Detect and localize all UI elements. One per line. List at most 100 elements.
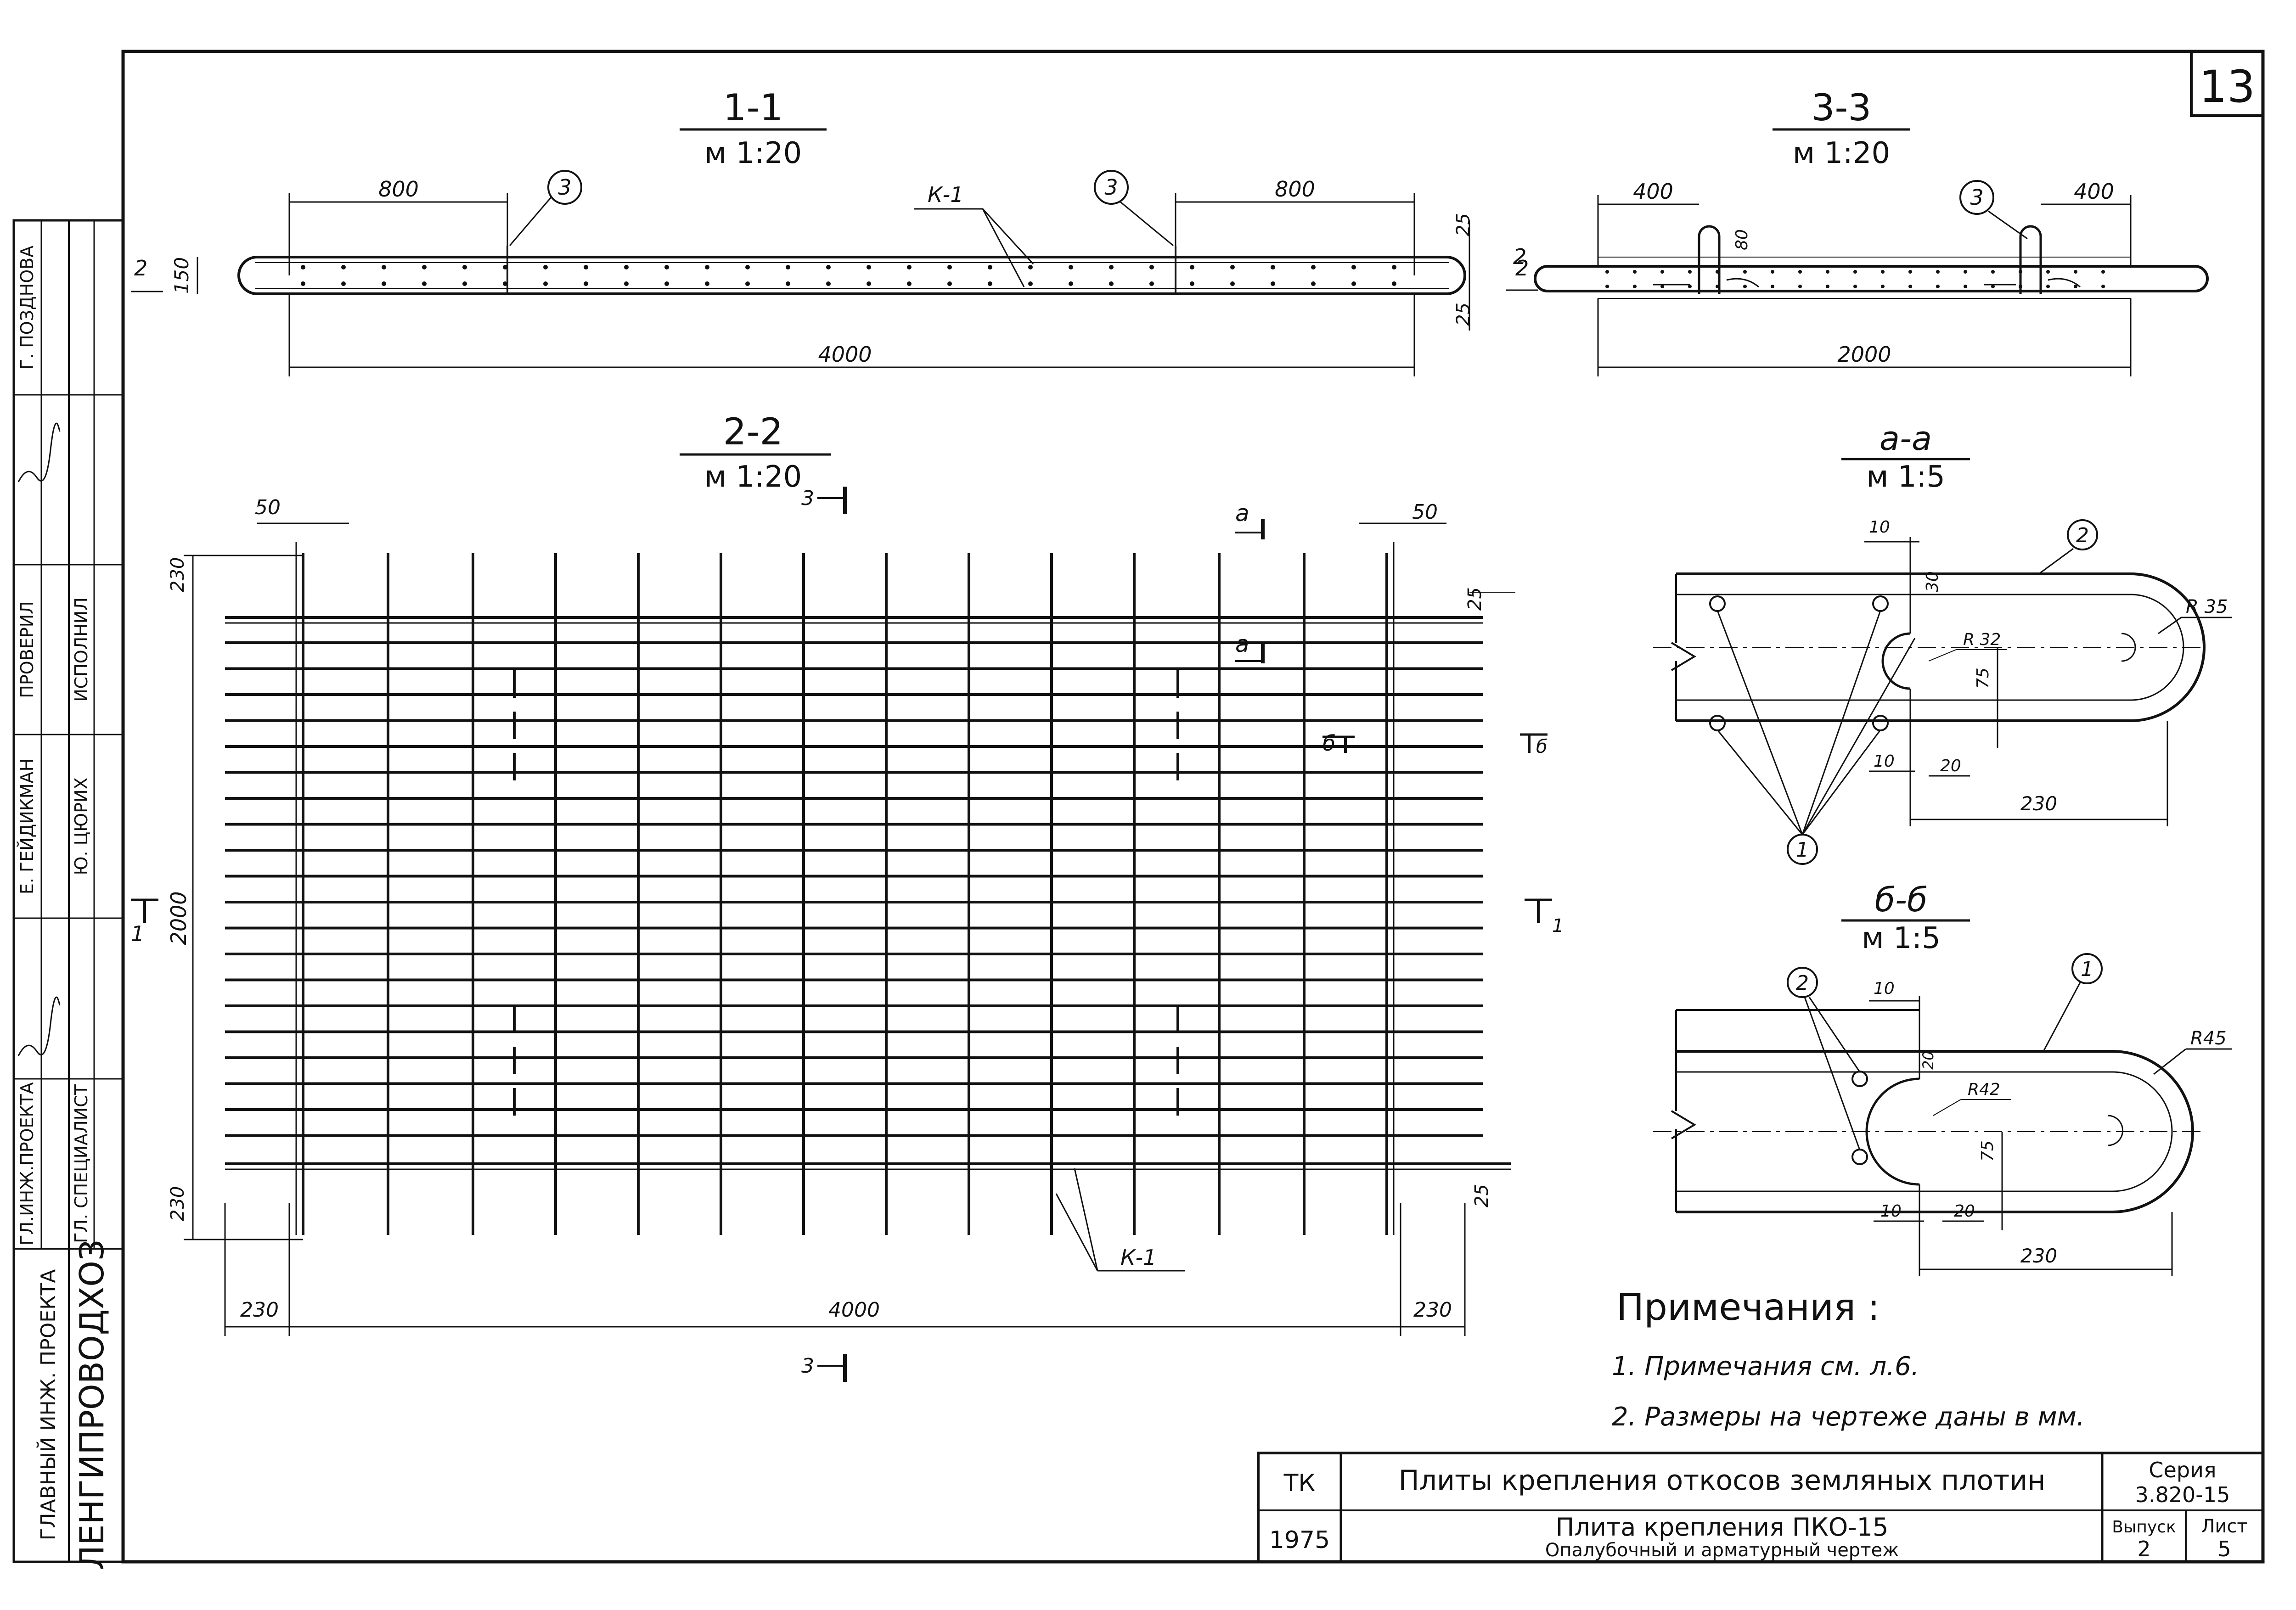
dim-25-bot-plan: 25 xyxy=(1471,1184,1492,1207)
rebar-dot xyxy=(1190,281,1194,286)
section-3-3-title: 3-3 xyxy=(1812,86,1872,129)
section-1-1-scale: м 1:20 xyxy=(704,136,802,170)
notes-heading: Примечания : xyxy=(1616,1286,1880,1329)
rebar-dot xyxy=(1853,270,1857,274)
rebar-dot xyxy=(947,281,952,286)
radius-32: R 32 xyxy=(1963,630,2001,649)
rebar-dot xyxy=(422,281,427,286)
radius-45: R45 xyxy=(2190,1028,2227,1049)
section-3-3-scale: м 1:20 xyxy=(1793,136,1890,170)
dim-10b-aa: 10 xyxy=(1874,752,1895,771)
section-1-1-title: 1-1 xyxy=(723,86,783,129)
rebar-dot xyxy=(624,281,629,286)
dim-20a-bb: 20 xyxy=(1919,1051,1937,1070)
rebar-dot xyxy=(2019,270,2022,274)
rebar-dot xyxy=(988,281,992,286)
tb-list-value: 5 xyxy=(2217,1537,2231,1561)
dim-25-top-plan: 25 xyxy=(1464,587,1486,611)
rebar-dot xyxy=(462,265,467,269)
rebar-dot xyxy=(745,265,750,269)
rebar-dot xyxy=(1771,270,1774,274)
rebar-dot xyxy=(462,281,467,286)
rebar-dot xyxy=(1964,270,1967,274)
side-role-2: ГЛ. СПЕЦИАЛИСТ xyxy=(71,1084,91,1243)
cut-b-right: б xyxy=(1536,736,1548,757)
rebar-dot xyxy=(1351,265,1356,269)
rebar-dot xyxy=(786,281,790,286)
rebar-dot xyxy=(301,281,305,286)
rebar-dot xyxy=(1660,285,1664,288)
callout-3-33: 3 xyxy=(1970,185,1983,210)
side-role-3: ПРОВЕРИЛ xyxy=(17,601,37,698)
cut-1-right: 1 xyxy=(1552,915,1564,937)
rebar-dot xyxy=(382,281,386,286)
cut-a-bot: а xyxy=(1235,631,1249,657)
rebar-dot xyxy=(584,281,588,286)
side-org-1: ЛЕНГИПРОВОДХОЗ xyxy=(73,1240,111,1570)
rebar-dot xyxy=(1660,270,1664,274)
side-name-1: Е. ГЕЙДИКМАН xyxy=(17,758,37,894)
dim-230-aa: 230 xyxy=(2020,792,2057,815)
dim-10-bb: 10 xyxy=(1874,979,1895,998)
rebar-dot xyxy=(1230,265,1235,269)
rebar-dot xyxy=(705,265,709,269)
section-b-b: б-б м 1:5 2 1 10 20 R45 R42 75 10 xyxy=(1653,881,2232,1276)
tb-sub-title: Плита крепления ПКО-15 xyxy=(1556,1513,1889,1542)
tb-seria-value: 3.820-15 xyxy=(2135,1482,2230,1507)
rebar-dot xyxy=(2046,270,2050,274)
rebar-dot xyxy=(2074,285,2077,288)
dim-230-left: 230 xyxy=(240,1298,279,1322)
rebar-dot xyxy=(1936,270,1940,274)
dim-4000-plan: 4000 xyxy=(828,1298,880,1322)
side-name-3: Г. ПОЗДНОВА xyxy=(17,246,37,370)
tb-vypusk-label: Выпуск xyxy=(2112,1518,2176,1537)
rebar-dot xyxy=(1688,285,1692,288)
label-k1: К-1 xyxy=(928,182,964,207)
side-role-4: ИСПОЛНИЛ xyxy=(71,597,91,702)
rebar-dot xyxy=(1743,285,1747,288)
cut-b-left: б xyxy=(1322,731,1335,756)
callout-3-right: 3 xyxy=(1104,175,1118,200)
dim-2000: 2000 xyxy=(1837,342,1891,367)
rebar-dot xyxy=(1936,285,1940,288)
rebar-dot xyxy=(907,265,912,269)
vertical-bars xyxy=(295,542,1395,1235)
callout-1-bb: 1 xyxy=(2081,958,2093,981)
rebar-dot xyxy=(341,265,346,269)
rebar-dot xyxy=(1853,285,1857,288)
rebar-dots xyxy=(301,265,1396,286)
rebar-dot xyxy=(543,281,548,286)
rebar-dot xyxy=(2101,285,2105,288)
rebar-dot xyxy=(1964,285,1967,288)
rebar-dot xyxy=(786,265,790,269)
cut-3-top: 3 xyxy=(801,487,814,510)
dim-75-aa: 75 xyxy=(1974,668,1992,689)
rebar-dot xyxy=(2046,285,2050,288)
section-2-2-scale: м 1:20 xyxy=(704,460,802,494)
rebar-dot xyxy=(1149,265,1154,269)
dim-230-top: 230 xyxy=(167,557,188,592)
rebar-dot xyxy=(1743,270,1747,274)
rebar-dot xyxy=(1881,285,1885,288)
cut-a-top: а xyxy=(1235,500,1249,527)
dim-50-right: 50 xyxy=(1412,500,1438,524)
callout-2-bb: 2 xyxy=(1796,971,1809,995)
rebar-dot xyxy=(1109,281,1114,286)
dim-800-right: 800 xyxy=(1275,177,1315,202)
dim-2-33: 2 xyxy=(1515,256,1529,280)
rebar-dot xyxy=(1271,265,1275,269)
rebar-dot xyxy=(1392,265,1396,269)
rebar-dot xyxy=(1716,270,1719,274)
rebar-dot xyxy=(907,281,912,286)
rebar-dot xyxy=(2074,270,2077,274)
rebar-dot xyxy=(867,281,871,286)
tb-list-label: Лист xyxy=(2201,1516,2247,1537)
rebar-dot xyxy=(1605,285,1609,288)
rebar-dot xyxy=(826,281,831,286)
rebar-dot xyxy=(382,265,386,269)
rebar-dot xyxy=(2019,285,2022,288)
section-b-b-scale: м 1:5 xyxy=(1862,921,1941,955)
section-b-b-title: б-б xyxy=(1875,881,1928,919)
section-1-1: 1-1 м 1:20 800 800 4000 150 2 25 25 2 К-… xyxy=(131,86,1538,376)
